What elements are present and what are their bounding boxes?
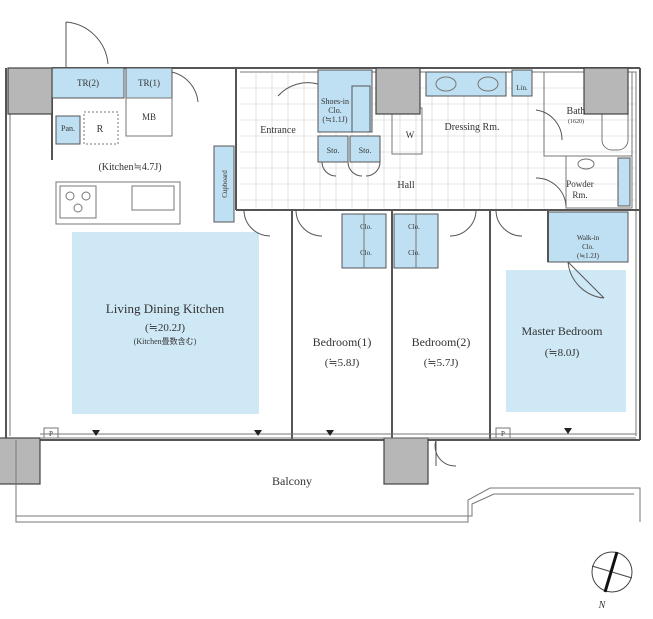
label-bath: Bath — [567, 106, 586, 117]
label-shoes-1: Shoes-in — [321, 97, 349, 106]
pantry-box — [55, 115, 81, 145]
balcony-outline — [15, 440, 641, 523]
powder-basin — [577, 158, 595, 170]
shoes-closet-shelf — [351, 85, 371, 133]
left-wall-inner — [9, 72, 53, 436]
label-closet-4: Clo. — [408, 249, 420, 257]
label-north: N — [598, 600, 607, 611]
label-walkin-1: Walk-in — [577, 234, 600, 242]
label-walkin-2: Clo. — [582, 243, 594, 251]
label-bedroom2-size: (≒5.7J) — [424, 357, 459, 369]
label-p-2: P — [501, 430, 505, 438]
label-cupboard: Cupboard — [221, 170, 229, 198]
label-powder-1: Powder — [566, 179, 594, 189]
dressing-vanity — [425, 71, 507, 97]
label-master-size: (≒8.0J) — [545, 347, 580, 359]
label-washer: W — [406, 130, 415, 140]
label-linen: Lin. — [516, 84, 528, 92]
bath-door-swing — [535, 109, 563, 141]
label-balcony: Balcony — [272, 474, 312, 488]
label-closet-2: Clo. — [360, 249, 372, 257]
walkin-closet-box — [547, 211, 629, 263]
master-bedroom-area — [506, 270, 626, 412]
powder-room — [565, 155, 633, 209]
cupboard-box — [213, 145, 235, 223]
kitchen-counter — [55, 181, 181, 225]
front-door-swing — [65, 21, 109, 68]
mb-box — [125, 97, 173, 137]
tr2-box — [51, 67, 125, 99]
burner-1 — [65, 191, 75, 201]
label-closet-3: Clo. — [408, 223, 420, 231]
ldk-area — [72, 232, 259, 414]
label-walkin-3: (≒1.2J) — [577, 252, 600, 260]
vent-markers — [92, 428, 572, 436]
basin-2 — [477, 76, 499, 92]
label-pantry: Pan. — [61, 124, 75, 133]
column-bottom-mid — [383, 437, 429, 485]
walkin-door-swing — [567, 261, 605, 299]
storage-door-swings — [321, 161, 381, 177]
column-bottom-left — [0, 437, 41, 485]
column-top-mid — [375, 67, 421, 115]
p-box-1 — [43, 427, 59, 439]
label-ldk: Living Dining Kitchen — [106, 301, 225, 316]
label-shoes-2: Clo. — [328, 106, 342, 115]
label-tr1: TR(1) — [138, 78, 160, 88]
label-storage-2: Sto. — [359, 146, 372, 155]
outer-wall — [5, 67, 641, 441]
label-bedroom1: Bedroom(1) — [313, 335, 372, 349]
label-dressing: Dressing Rm. — [445, 122, 500, 133]
powder-shelf — [617, 157, 631, 207]
label-master: Master Bedroom — [522, 324, 604, 338]
label-shoes-3: (≒1.1J) — [322, 115, 347, 124]
tr1-box — [125, 67, 173, 99]
sink — [131, 185, 175, 211]
linen-box — [511, 69, 533, 97]
storage-2 — [349, 135, 381, 163]
tr-door-swing — [171, 71, 199, 103]
label-hall: Hall — [397, 180, 414, 191]
label-bath-size: (1620) — [568, 118, 584, 125]
label-mb: MB — [142, 112, 156, 122]
label-storage-1: Sto. — [327, 146, 340, 155]
burner-2 — [81, 191, 91, 201]
fridge-box — [83, 111, 119, 145]
window-sash — [40, 433, 636, 439]
bedroom-walls — [236, 209, 640, 440]
label-ldk-note: (Kitchen畳数含む) — [134, 336, 197, 346]
label-p-1: P — [49, 430, 53, 438]
label-kitchen: (Kitchen≒4.7J) — [98, 162, 161, 173]
label-bedroom1-size: (≒5.8J) — [325, 357, 360, 369]
shoes-door-swing — [277, 82, 319, 97]
basin-1 — [435, 76, 457, 92]
label-ldk-size: (≒20.2J) — [145, 322, 185, 334]
column-top-left — [7, 67, 53, 115]
p-box-2 — [495, 427, 511, 439]
label-bedroom2: Bedroom(2) — [412, 335, 471, 349]
stove — [59, 185, 97, 219]
room-door-swings — [243, 209, 523, 237]
compass-icon — [591, 551, 633, 593]
label-fridge: R — [97, 124, 104, 135]
storage-1 — [317, 135, 349, 163]
label-closet-1: Clo. — [360, 223, 372, 231]
burner-3 — [73, 203, 83, 213]
powder-door-swing — [535, 177, 567, 207]
label-tr2: TR(2) — [77, 78, 99, 88]
label-powder-2: Rm. — [572, 190, 587, 200]
label-entrance: Entrance — [260, 125, 296, 136]
column-top-right — [583, 67, 629, 115]
balcony-door-swing — [434, 439, 457, 467]
